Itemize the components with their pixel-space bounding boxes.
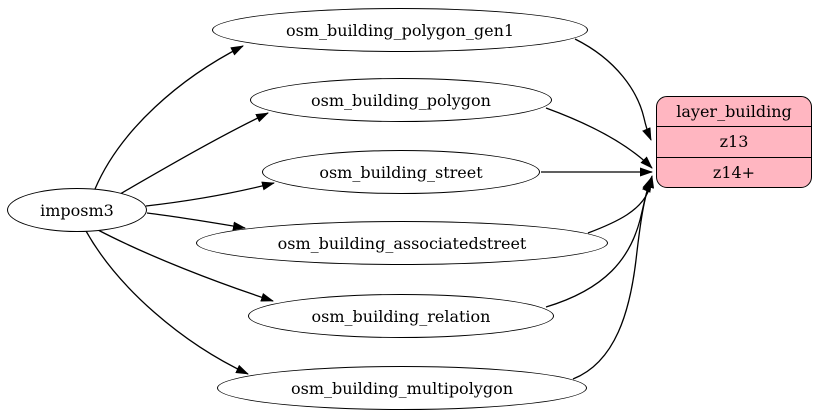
table-node-label: osm_building_associatedstreet <box>277 233 527 253</box>
table-node-osm-building-multipolygon: osm_building_multipolygon <box>217 366 587 410</box>
layer-node-title-row: layer_building <box>657 97 811 126</box>
table-node-label: osm_building_polygon_gen1 <box>285 20 515 40</box>
table-node-osm-building-polygon-gen1: osm_building_polygon_gen1 <box>212 8 588 52</box>
layer-node-row-label: z13 <box>719 132 749 152</box>
edge-osm-building-polygon-to-layer-building-z14 <box>545 107 653 169</box>
table-node-osm-building-street: osm_building_street <box>262 150 540 194</box>
edge-osm-building-polygon-gen1-to-layer-building-z13 <box>574 38 652 141</box>
edge-imposm3-to-osm-building-associatedstreet <box>146 212 246 231</box>
edge-imposm3-to-osm-building-polygon <box>119 112 269 195</box>
table-node-label: osm_building_polygon <box>311 90 491 110</box>
edge-imposm3-to-osm-building-polygon-gen1 <box>94 45 244 190</box>
source-node-label: imposm3 <box>40 200 114 220</box>
table-node-label: osm_building_multipolygon <box>290 378 514 398</box>
layer-node-layer-building: layer_building z13 z14+ <box>656 96 812 188</box>
edge-imposm3-to-osm-building-street <box>145 181 275 207</box>
edge-imposm3-to-osm-building-multipolygon <box>85 230 249 375</box>
table-node-osm-building-associatedstreet: osm_building_associatedstreet <box>196 221 608 265</box>
table-node-osm-building-polygon: osm_building_polygon <box>250 78 552 122</box>
table-node-label: osm_building_street <box>319 162 483 182</box>
table-node-osm-building-relation: osm_building_relation <box>248 294 554 338</box>
edge-osm-building-associatedstreet-to-layer-building-z14 <box>587 175 655 234</box>
layer-node-title: layer_building <box>676 102 792 122</box>
layer-node-row-z14plus: z14+ <box>657 156 811 187</box>
layer-node-row-label: z14+ <box>712 162 756 182</box>
edge-imposm3-to-osm-building-relation <box>97 229 274 302</box>
edge-osm-building-multipolygon-to-layer-building-z14 <box>572 179 652 380</box>
table-node-label: osm_building_relation <box>311 306 491 326</box>
layer-node-row-z13: z13 <box>657 126 811 156</box>
source-node-imposm3: imposm3 <box>7 188 147 232</box>
